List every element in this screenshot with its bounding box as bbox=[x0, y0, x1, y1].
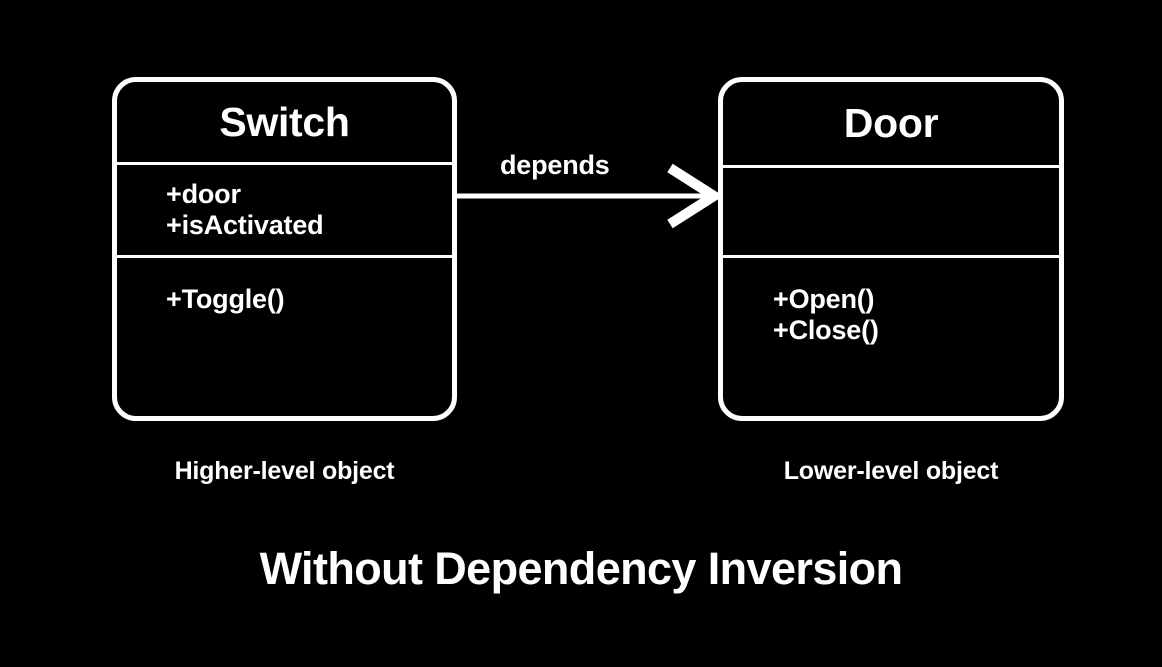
caption-higher-level-object: Higher-level object bbox=[174, 457, 395, 485]
class-name-door: Door bbox=[843, 100, 939, 146]
attribute-item: +door bbox=[166, 179, 241, 209]
method-item: +Close() bbox=[773, 315, 879, 345]
class-attributes-compartment: +door +isActivated bbox=[117, 165, 452, 258]
relationship-label-depends: depends bbox=[500, 150, 610, 180]
method-item: +Open() bbox=[773, 284, 875, 314]
class-methods-compartment: +Open() +Close() bbox=[723, 258, 1059, 416]
class-attributes-compartment bbox=[723, 168, 1059, 258]
class-name-compartment: Switch bbox=[117, 82, 452, 165]
caption-lower-level-object: Lower-level object bbox=[783, 457, 999, 485]
class-name-switch: Switch bbox=[219, 98, 350, 145]
dependency-arrow-icon bbox=[457, 163, 722, 229]
attribute-item: +isActivated bbox=[166, 210, 324, 240]
class-methods-compartment: +Toggle() bbox=[117, 258, 452, 416]
method-item: +Toggle() bbox=[166, 284, 285, 314]
uml-class-switch[interactable]: Switch +door +isActivated +Toggle() bbox=[112, 77, 457, 421]
uml-class-door[interactable]: Door +Open() +Close() bbox=[718, 77, 1064, 421]
class-name-compartment: Door bbox=[723, 82, 1059, 168]
diagram-title: Without Dependency Inversion bbox=[259, 543, 903, 594]
